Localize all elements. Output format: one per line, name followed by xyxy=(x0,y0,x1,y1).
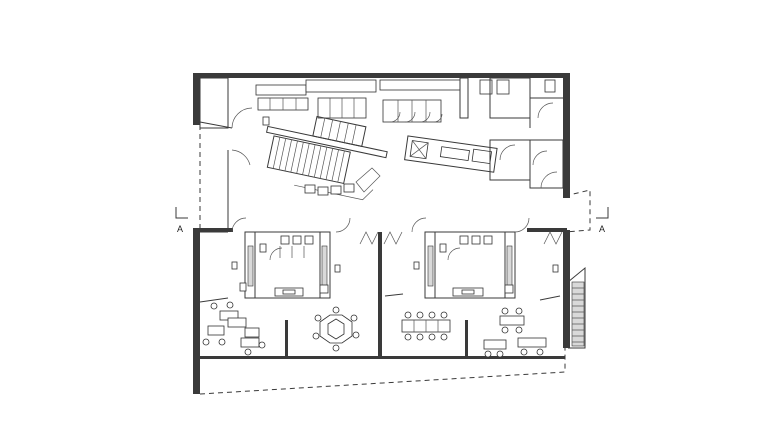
section-label-right: A xyxy=(599,224,605,234)
kitchen-lift-block xyxy=(404,135,564,189)
glazing-lines xyxy=(199,125,591,395)
wet-core-left xyxy=(231,231,341,299)
table-cluster-4 xyxy=(483,307,547,358)
upper-service-zone xyxy=(199,77,563,230)
main-staircase xyxy=(266,115,388,201)
table-cluster-1 xyxy=(202,301,266,356)
section-label-left: A xyxy=(177,224,183,234)
stair-seating xyxy=(304,167,381,196)
classroom-walls xyxy=(199,217,565,359)
section-marker-right: A xyxy=(596,207,609,234)
wet-core-right xyxy=(413,231,559,299)
exterior-walls xyxy=(193,73,570,394)
table-cluster-3 xyxy=(401,311,451,341)
section-marker-left: A xyxy=(175,207,188,234)
exterior-stair xyxy=(567,266,586,349)
table-cluster-2 xyxy=(312,306,360,352)
